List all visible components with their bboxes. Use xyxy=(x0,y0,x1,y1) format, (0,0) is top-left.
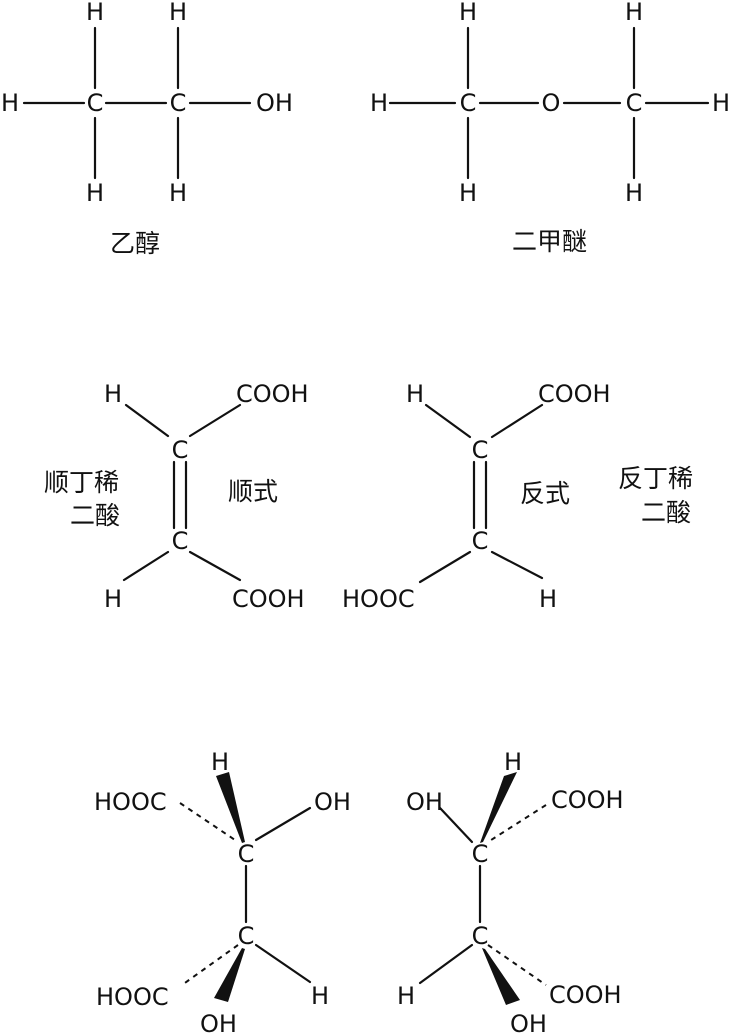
tartaric-acid-enantiomer-right: H OH COOH C C H COOH OH xyxy=(397,748,624,1036)
maleic-acid-caption-line2: 二酸 xyxy=(70,501,120,530)
atom-c: C xyxy=(172,436,189,464)
atom-c: C xyxy=(87,89,104,117)
atom-cooh: COOH xyxy=(549,981,622,1009)
atom-h: H xyxy=(459,0,477,26)
atom-h: H xyxy=(712,89,730,117)
atom-h: H xyxy=(211,748,229,776)
atom-h: H xyxy=(625,179,643,207)
atom-h: H xyxy=(406,380,424,408)
atom-c: C xyxy=(238,840,255,868)
atom-h: H xyxy=(169,0,187,26)
atom-hooc: HOOC xyxy=(96,983,169,1011)
atom-h: H xyxy=(86,179,104,207)
atom-c: C xyxy=(626,89,643,117)
atom-h: H xyxy=(86,0,104,26)
atom-h: H xyxy=(104,585,122,613)
atom-oh: OH xyxy=(510,1010,547,1036)
atom-c: C xyxy=(472,436,489,464)
cis-caption: 顺式 xyxy=(228,477,278,506)
atom-h: H xyxy=(459,179,477,207)
atom-h: H xyxy=(370,89,388,117)
atom-oh: OH xyxy=(314,788,351,816)
atom-hooc: HOOC xyxy=(342,585,415,613)
atom-cooh: COOH xyxy=(551,786,624,814)
atom-h: H xyxy=(625,0,643,26)
atom-o: O xyxy=(542,89,561,117)
atom-c: C xyxy=(472,527,489,555)
atom-h: H xyxy=(539,585,557,613)
atom-oh: OH xyxy=(256,89,293,117)
ethanol-structure: H H H C C OH H H 乙醇 xyxy=(1,0,293,258)
atom-oh: OH xyxy=(406,788,443,816)
atom-c: C xyxy=(460,89,477,117)
atom-c: C xyxy=(472,840,489,868)
ethanol-caption: 乙醇 xyxy=(110,229,160,258)
maleic-acid-caption-line1: 顺丁稀 xyxy=(44,468,119,497)
atom-hooc: HOOC xyxy=(94,788,167,816)
atom-h: H xyxy=(504,748,522,776)
atom-c: C xyxy=(238,922,255,950)
atom-cooh: COOH xyxy=(236,380,309,408)
atom-cooh: COOH xyxy=(232,585,305,613)
dimethyl-ether-caption: 二甲醚 xyxy=(512,227,587,256)
cis-isomer-structure: H COOH C C H COOH 顺丁稀 二酸 顺式 xyxy=(44,380,309,613)
atom-h: H xyxy=(311,982,329,1010)
atom-h: H xyxy=(1,89,19,117)
atom-c: C xyxy=(172,527,189,555)
atom-c: C xyxy=(170,89,187,117)
atom-c: C xyxy=(472,922,489,950)
trans-isomer-structure: H COOH C C HOOC H 反式 反丁稀 二酸 xyxy=(342,380,693,613)
trans-caption: 反式 xyxy=(520,479,570,508)
atom-h: H xyxy=(397,982,415,1010)
atom-h: H xyxy=(104,380,122,408)
atom-cooh: COOH xyxy=(538,380,611,408)
fumaric-acid-caption-line1: 反丁稀 xyxy=(618,464,693,493)
atom-oh: OH xyxy=(200,1010,237,1036)
atom-h: H xyxy=(169,179,187,207)
tartaric-acid-enantiomer-left: H HOOC OH C C HOOC H OH xyxy=(94,748,351,1036)
dimethyl-ether-structure: H H H C O C H H H 二甲醚 xyxy=(370,0,730,256)
fumaric-acid-caption-line2: 二酸 xyxy=(641,498,691,527)
